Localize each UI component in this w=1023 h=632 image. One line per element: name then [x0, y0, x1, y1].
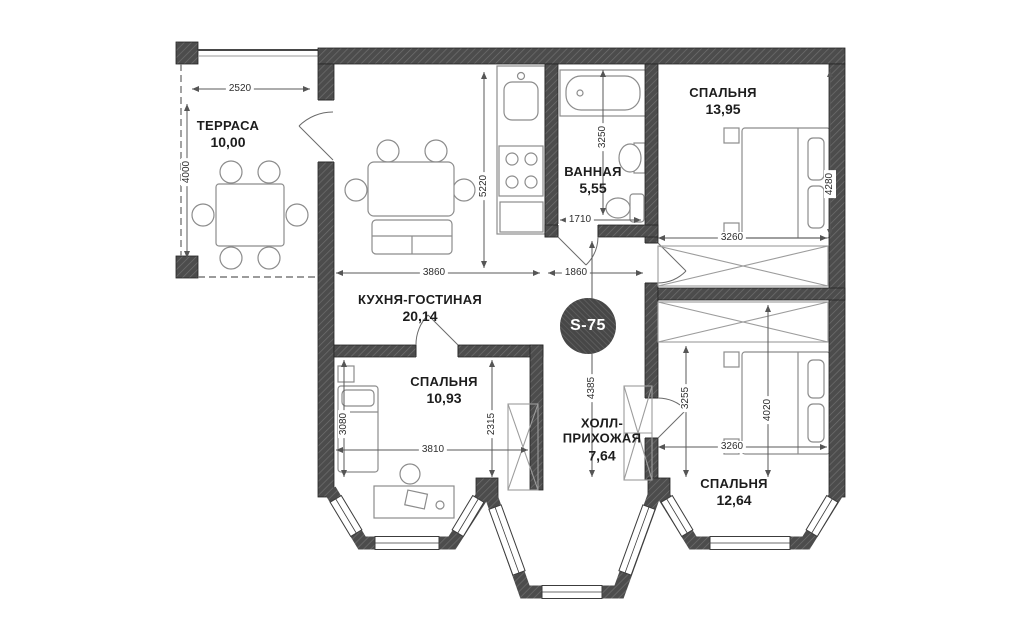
- laptop: [404, 489, 429, 510]
- room-name: ВАННАЯ: [564, 164, 622, 179]
- dim-terrace-width: 2520: [225, 83, 255, 95]
- dim-bedroom-top-depth: 4280: [824, 169, 836, 199]
- room-area: 10,93: [426, 390, 462, 406]
- kitchen-sink: [503, 81, 539, 121]
- window-icon: [660, 494, 694, 538]
- fridge: [499, 201, 544, 233]
- room-name: КУХНЯ-ГОСТИНАЯ: [357, 292, 483, 307]
- dim-bathroom-depth: 3250: [597, 122, 609, 152]
- dim-kitchen-width: 3860: [419, 267, 449, 279]
- dim-passage-width: 1860: [561, 267, 591, 279]
- dim-bedroom-left-depth: 3080: [338, 409, 350, 439]
- room-label-bathroom: ВАННАЯ 5,55: [564, 164, 621, 196]
- desk-chair: [399, 463, 421, 485]
- room-name: ХОЛЛ-ПРИХОЖАЯ: [562, 415, 642, 446]
- room-area: 5,55: [579, 180, 607, 196]
- window-icon: [541, 585, 603, 599]
- window-icon: [618, 504, 656, 576]
- dim-bedroom-left-width: 3810: [418, 444, 448, 456]
- wardrobe-bedroom-top: [657, 245, 829, 287]
- room-label-terrace: ТЕРРАСА 10,00: [197, 118, 259, 150]
- terrace-structure: [175, 41, 318, 279]
- terrace-pillar: [175, 255, 199, 279]
- dim-bedroom-bottom-inner: 3255: [680, 383, 692, 413]
- room-area: 10,00: [210, 134, 246, 150]
- stove: [498, 145, 544, 197]
- bed-bedroom-bottom-right: [723, 351, 831, 455]
- room-label-bedroom-left: СПАЛЬНЯ 10,93: [410, 374, 478, 406]
- bed-bedroom-top-right: [723, 127, 831, 239]
- kitchen-counter: [496, 65, 546, 235]
- kitchen-dining-set: [344, 139, 476, 255]
- room-name: ТЕРРАСА: [196, 118, 260, 133]
- toilet: [605, 193, 645, 223]
- window-icon: [451, 494, 485, 538]
- room-label-hall: ХОЛЛ-ПРИХОЖАЯ 7,64: [560, 415, 644, 464]
- dim-bathroom-width: 1710: [565, 214, 595, 226]
- wardrobe-bedroom-bottom: [657, 301, 829, 343]
- room-label-bedroom-top-right: СПАЛЬНЯ 13,95: [689, 85, 757, 117]
- room-area: 20,14: [402, 308, 438, 324]
- terrace-pillar: [175, 41, 199, 65]
- dim-bedroom-top-width: 3260: [717, 232, 747, 244]
- room-label-bedroom-bottom-right: СПАЛЬНЯ 12,64: [700, 476, 768, 508]
- room-area: 7,64: [588, 447, 616, 464]
- room-name: СПАЛЬНЯ: [689, 85, 757, 100]
- walls: [317, 47, 846, 499]
- bathroom-sink: [618, 142, 646, 174]
- room-name: СПАЛЬНЯ: [410, 374, 478, 389]
- dim-hall-depth: 4385: [586, 373, 598, 403]
- window-icon: [488, 504, 526, 576]
- room-area: 12,64: [716, 492, 752, 508]
- room-area: 13,95: [705, 101, 741, 117]
- window-icon: [709, 536, 791, 550]
- dim-bedroom-bottom-width: 3260: [717, 441, 747, 453]
- dim-terrace-depth: 4000: [181, 157, 193, 187]
- windows: [329, 494, 839, 599]
- dim-kitchen-depth: 5220: [478, 171, 490, 201]
- room-name: СПАЛЬНЯ: [700, 476, 768, 491]
- desk: [373, 463, 455, 519]
- window-icon: [374, 536, 440, 550]
- dim-bedroom-left-inner: 2315: [486, 409, 498, 439]
- dim-bedroom-bottom-depth: 4020: [762, 395, 774, 425]
- plan-number-badge: S-75: [560, 298, 616, 354]
- room-label-kitchen-living: КУХНЯ-ГОСТИНАЯ 20,14: [358, 292, 482, 324]
- window-icon: [805, 494, 839, 538]
- terrace-dining-table: [191, 160, 309, 270]
- window-icon: [329, 494, 363, 538]
- wardrobe-hall: [623, 385, 653, 481]
